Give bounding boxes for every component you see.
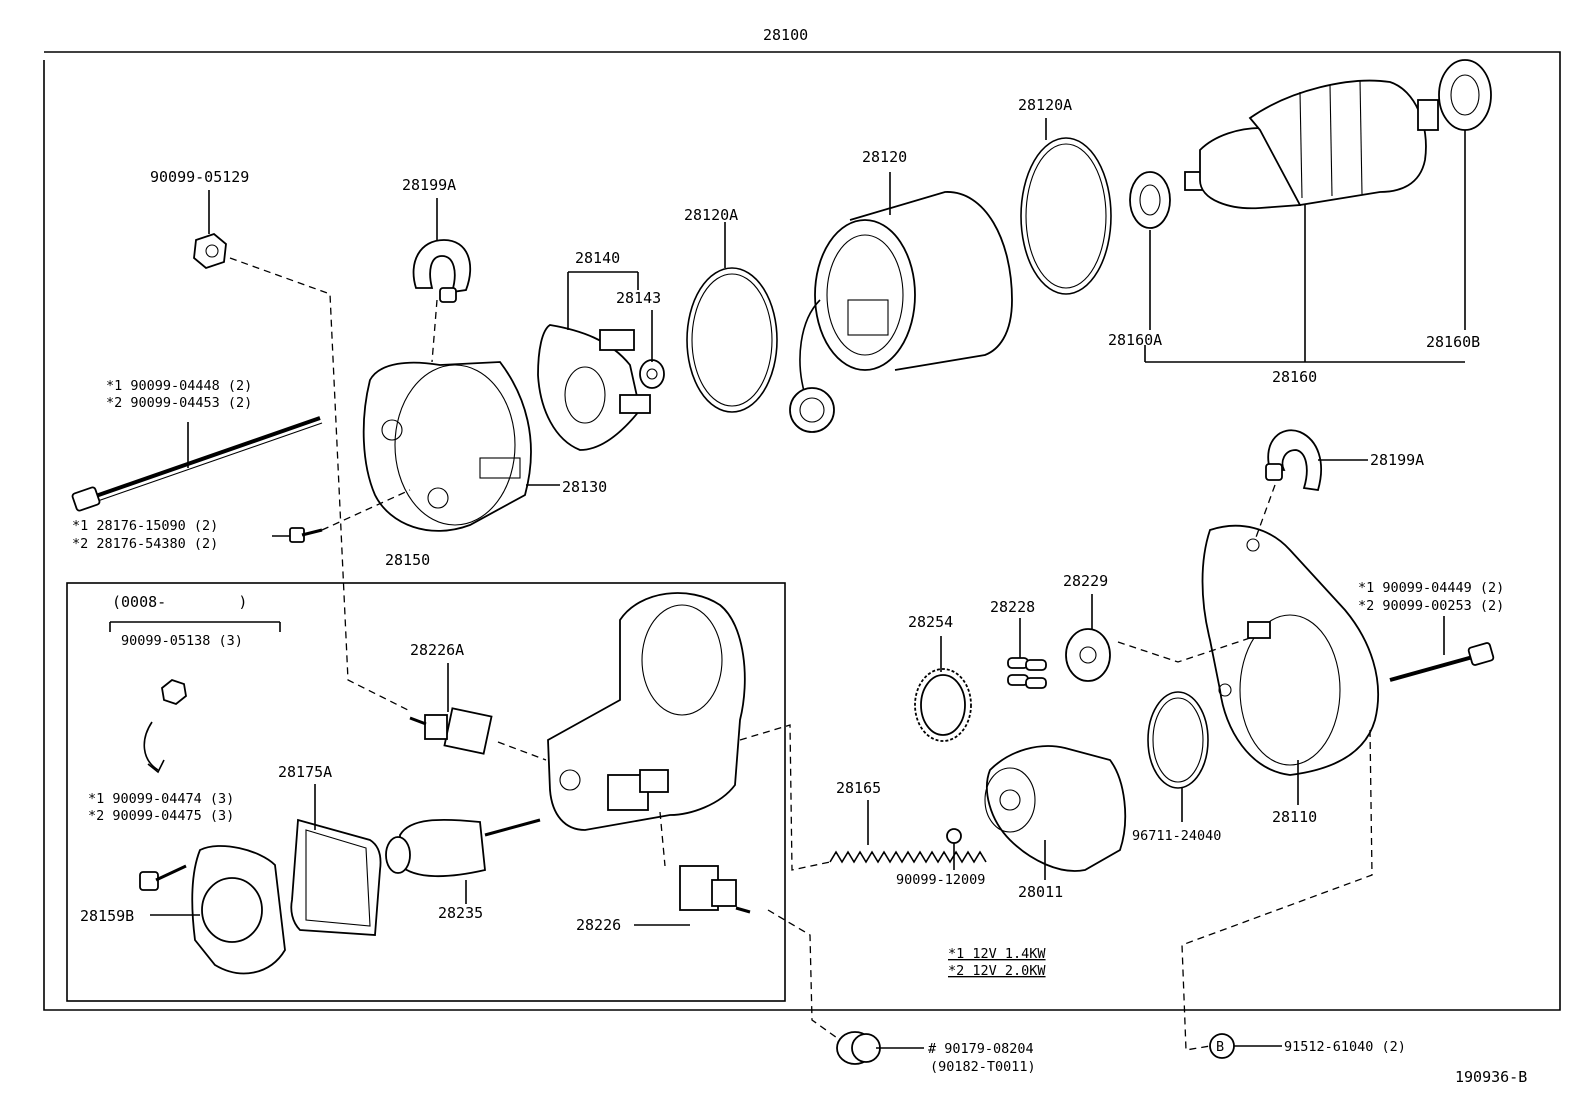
label-28011: 28011	[1018, 883, 1063, 901]
through-bolt-left[interactable]	[71, 416, 323, 512]
label-28140: 28140	[575, 249, 620, 267]
label-note-2: *2 12V 2.0KW	[948, 963, 1046, 979]
label-bolt-small-1: *1 90099-04474 (3)	[88, 791, 234, 807]
label-28175A: 28175A	[278, 763, 332, 781]
o-ring-28120A-left[interactable]	[686, 267, 778, 413]
label-date-range: (0008- )	[112, 593, 247, 611]
label-bolt-left-1: *1 90099-04448 (2)	[106, 378, 252, 394]
label-bolt-right-1: *1 90099-04449 (2)	[1358, 580, 1504, 596]
bearing-28160A[interactable]	[1129, 171, 1171, 229]
label-28199A-right: 28199A	[1370, 451, 1424, 469]
ball-90099-12009[interactable]	[946, 828, 962, 844]
dashed-assembly-lines	[229, 257, 1373, 1051]
label-screw-2: *2 28176-54380 (2)	[72, 536, 218, 552]
leader-lines	[109, 118, 1466, 1049]
label-28120: 28120	[862, 148, 907, 166]
switch-housing-28150[interactable]	[547, 592, 746, 831]
label-28150: 28150	[385, 551, 430, 569]
label-90099-05129: 90099-05129	[150, 168, 249, 186]
label-bolt-left-2: *2 90099-04453 (2)	[106, 395, 252, 411]
yoke-28120[interactable]	[789, 191, 1013, 433]
arrow-head-icon	[147, 759, 165, 774]
bolt-marker-b-text: B	[1216, 1039, 1224, 1055]
label-28160A: 28160A	[1108, 331, 1162, 349]
terminal-28226[interactable]	[679, 865, 751, 914]
label-28228: 28228	[990, 598, 1035, 616]
label-nut-main: # 90179-08204	[928, 1041, 1034, 1057]
screw-28176[interactable]	[289, 527, 323, 543]
nut-90099-05129[interactable]	[193, 232, 227, 270]
label-28160B: 28160B	[1426, 333, 1480, 351]
label-28120A-right: 28120A	[1018, 96, 1072, 114]
assembly-frame-28100	[43, 51, 1561, 1011]
label-28159B: 28159B	[80, 907, 134, 925]
label-90099-05138: 90099-05138 (3)	[121, 633, 243, 649]
end-frame-28130[interactable]	[362, 361, 532, 532]
label-28226: 28226	[576, 916, 621, 934]
label-diagram-id: 190936-B	[1455, 1068, 1527, 1086]
label-28226A: 28226A	[410, 641, 464, 659]
label-note-1: *1 12V 1.4KW	[948, 946, 1046, 962]
label-90099-12009: 90099-12009	[896, 872, 985, 888]
spring-28165[interactable]	[829, 850, 987, 864]
label-28160: 28160	[1272, 368, 1317, 386]
label-28229: 28229	[1063, 572, 1108, 590]
bolt-marker-b[interactable]: B	[1209, 1033, 1235, 1059]
o-ring-28120A-left-inner	[691, 273, 773, 407]
clutch-28011[interactable]	[984, 745, 1127, 872]
grommet-28199A-right[interactable]	[1265, 429, 1322, 492]
bearing-28160B[interactable]	[1438, 59, 1492, 131]
grommet-28199A-top[interactable]	[412, 239, 471, 303]
o-ring-28120A-right[interactable]	[1020, 137, 1112, 295]
label-28199A-top: 28199A	[402, 176, 456, 194]
label-bolt-small-2: *2 90099-04475 (3)	[88, 808, 234, 824]
gear-28254[interactable]	[914, 668, 972, 742]
label-28235: 28235	[438, 904, 483, 922]
nut-90179-08204[interactable]	[836, 1031, 881, 1065]
label-28130: 28130	[562, 478, 607, 496]
brush-spring-28143[interactable]	[639, 359, 665, 389]
gasket-28175A[interactable]	[290, 818, 382, 936]
curved-arrow-icon	[143, 721, 159, 771]
retainer-28229[interactable]	[1065, 628, 1111, 682]
assembly-frame-28150	[66, 582, 786, 1002]
label-28165: 28165	[836, 779, 881, 797]
brush-holder-28140[interactable]	[537, 324, 651, 451]
label-bolt-b: 91512-61040 (2)	[1284, 1039, 1406, 1055]
rollers-28228[interactable]	[1007, 657, 1047, 689]
label-28100: 28100	[763, 26, 808, 44]
o-ring-96711-24040-inner	[1152, 697, 1204, 783]
label-screw-1: *1 28176-15090 (2)	[72, 518, 218, 534]
plunger-28235[interactable]	[385, 818, 541, 878]
label-28143: 28143	[616, 289, 661, 307]
nut-90099-05138[interactable]	[161, 678, 187, 706]
cover-28159B[interactable]	[191, 845, 286, 975]
label-28120A-left: 28120A	[684, 206, 738, 224]
bolt-90099-04474[interactable]	[139, 864, 187, 891]
label-96711-24040: 96711-24040	[1132, 828, 1221, 844]
o-ring-96711-24040[interactable]	[1147, 691, 1209, 789]
label-nut-alt: (90182-T0011)	[930, 1059, 1036, 1075]
label-bolt-right-2: *2 90099-00253 (2)	[1358, 598, 1504, 614]
armature-28160[interactable]	[1184, 79, 1439, 210]
housing-28110[interactable]	[1201, 524, 1379, 776]
label-28254: 28254	[908, 613, 953, 631]
through-bolt-right[interactable]	[1389, 642, 1495, 682]
terminal-28226A[interactable]	[409, 707, 493, 755]
label-28110: 28110	[1272, 808, 1317, 826]
o-ring-28120A-right-inner	[1025, 143, 1107, 289]
